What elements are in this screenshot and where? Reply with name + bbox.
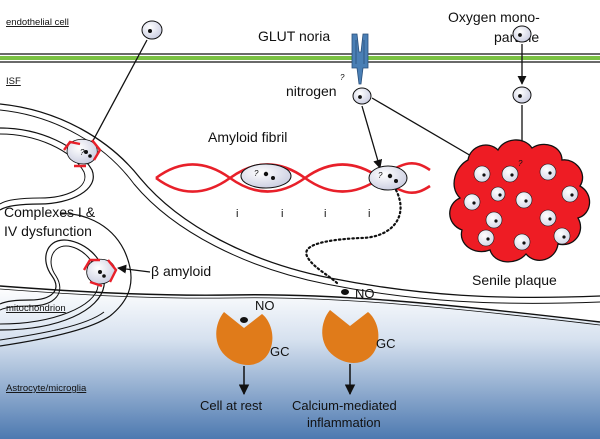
fibril-i-3: i bbox=[324, 208, 326, 220]
inflammation-label-2: inflammation bbox=[307, 415, 381, 430]
oxygen-particle-isf bbox=[512, 86, 532, 104]
senile-plaque-label: Senile plaque bbox=[472, 272, 557, 288]
astrocyte-membrane bbox=[0, 285, 600, 323]
gc-enzyme-right bbox=[322, 310, 379, 363]
mitochondrion-label: mitochondrion bbox=[6, 303, 66, 314]
fibril-q-2: ? bbox=[378, 171, 383, 180]
dotted-path-fibril-to-no bbox=[305, 188, 402, 286]
isf-label: ISF bbox=[6, 76, 21, 87]
no-label-right: NO bbox=[355, 286, 375, 301]
astrocyte-membrane-inner bbox=[0, 288, 600, 326]
beta-amyloid-label: β amyloid bbox=[151, 263, 211, 279]
endothelial-cell-label: endothelial cell bbox=[6, 17, 69, 28]
oxygen-label-1: Oxygen mono- bbox=[448, 9, 540, 25]
complexes-label-2: IV dysfunction bbox=[4, 223, 92, 239]
inflammation-label-1: Calcium-mediated bbox=[292, 398, 397, 413]
fibril-i-2: i bbox=[281, 208, 283, 220]
astrocyte-region bbox=[0, 286, 600, 439]
mito-q-1: ? bbox=[80, 148, 85, 157]
nitrogen-label: nitrogen bbox=[286, 83, 337, 99]
arrow-nitrogen-to-plaque bbox=[371, 97, 479, 161]
glut-noria-receptor bbox=[351, 33, 369, 85]
complexes-label-1: Complexes I & bbox=[4, 204, 96, 220]
fibril-i-4: i bbox=[368, 208, 370, 220]
arrow-nitrogen-to-fibril bbox=[361, 105, 383, 169]
arrow-beta-amyloid bbox=[117, 264, 151, 274]
glut-noria-label: GLUT noria bbox=[258, 28, 330, 44]
gc-label-left: GC bbox=[270, 344, 290, 359]
fibril-i-1: i bbox=[236, 208, 238, 220]
no-molecule-left bbox=[240, 317, 248, 323]
amyloid-fibril: ? ? bbox=[155, 162, 431, 194]
arrow-endothelial-to-mito bbox=[87, 39, 148, 151]
amyloid-fibril-label: Amyloid fibril bbox=[208, 129, 287, 145]
fibril-q-1: ? bbox=[254, 169, 259, 178]
no-label-left: NO bbox=[255, 298, 275, 313]
nitrogen-particle bbox=[352, 87, 372, 105]
mito-amyloid-complex-1: ? bbox=[63, 138, 102, 168]
astrocyte-label: Astrocyte/microglia bbox=[6, 383, 87, 394]
gc-label-right: GC bbox=[376, 336, 396, 351]
no-molecule-right bbox=[341, 289, 349, 295]
nitrogen-q: ? bbox=[340, 73, 345, 82]
endothelial-particle bbox=[141, 20, 163, 40]
senile-plaque: ? bbox=[449, 139, 591, 263]
mito-amyloid-complex-2 bbox=[82, 258, 118, 288]
gc-enzyme-left bbox=[216, 312, 273, 365]
plaque-q: ? bbox=[518, 159, 523, 168]
oxygen-particle-top bbox=[512, 25, 532, 43]
cell-at-rest-label: Cell at rest bbox=[200, 398, 263, 413]
